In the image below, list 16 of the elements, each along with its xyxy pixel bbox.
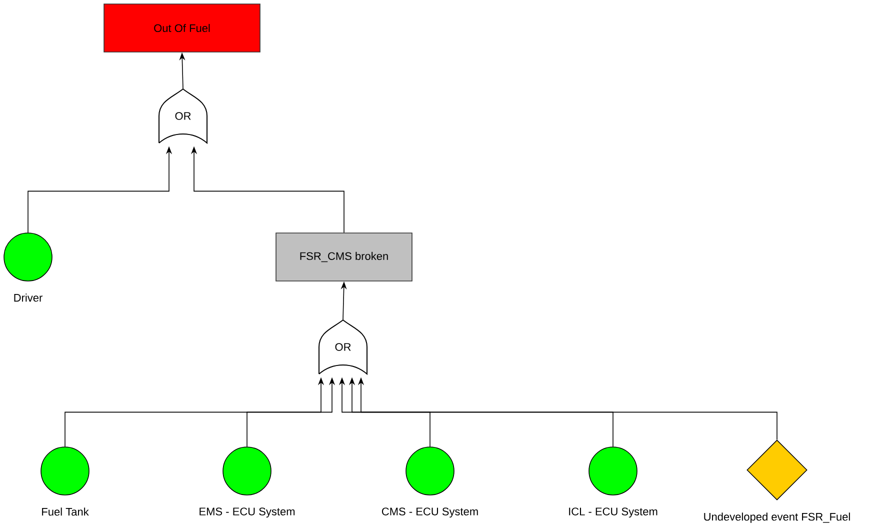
or-gate: OR [158,88,208,144]
event-label: Fuel Tank [42,508,89,516]
basic-event-circle [588,446,638,496]
basic-event-circle [4,232,52,282]
basic-event-circle [40,446,90,496]
event-label: ICL - ECU System [569,508,658,518]
event-label: Driver [14,294,42,302]
undeveloped-event-diamond [746,440,808,500]
or-gate: OR [318,320,368,374]
event-label: Undeveloped event FSR_Fuel [704,512,850,523]
basic-event-circle [222,446,272,496]
event-box: FSR_CMS broken [276,232,412,282]
basic-event-circle [406,446,454,496]
event-box: Out Of Fuel [104,4,260,52]
event-label: CMS - ECU System [382,508,478,518]
event-label: EMS - ECU System [200,508,295,518]
